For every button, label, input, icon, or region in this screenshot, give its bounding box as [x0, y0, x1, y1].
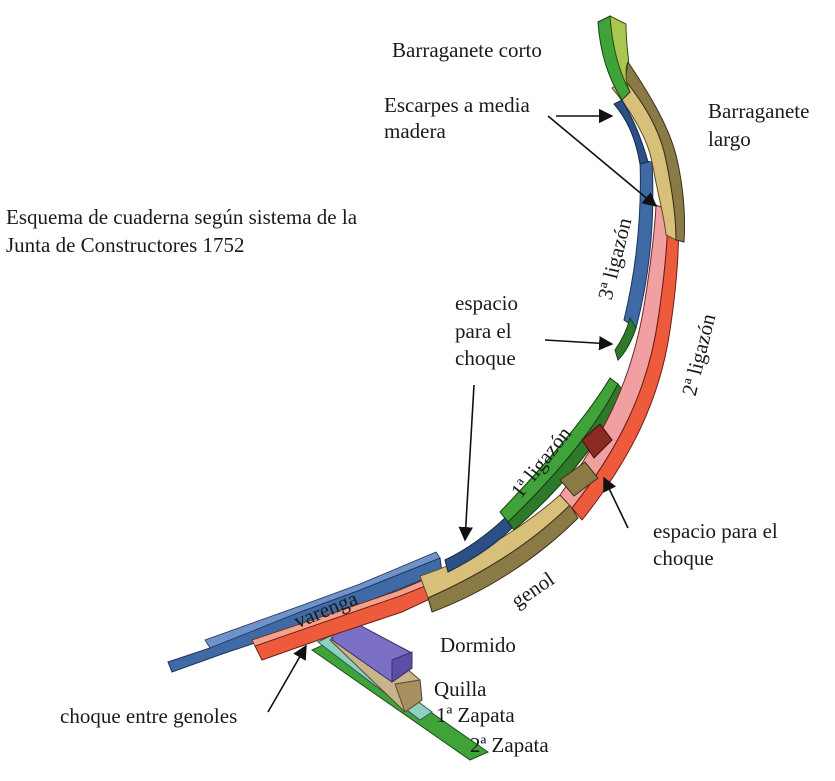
arrow-espacio-lower	[458, 384, 475, 542]
ligazon2-part	[559, 204, 680, 521]
dormido-block	[391, 651, 413, 683]
label-escarpes-line1: Escarpes a media	[384, 93, 530, 117]
label-espacio2-line2: choque	[653, 546, 714, 570]
label-barraganete-corto: Barraganete corto	[392, 38, 542, 62]
arrow-choque-genoles	[267, 644, 307, 713]
keel-assembly	[310, 619, 490, 761]
arrow-escarpes-lower	[547, 115, 658, 207]
label-espacio2-line1: espacio para el	[653, 519, 778, 543]
barraganete-largo-part	[611, 60, 686, 243]
label-barraganete-largo-line1: Barraganete	[708, 99, 810, 123]
label-espacio-line3: choque	[455, 346, 516, 370]
varenga-part	[167, 551, 443, 673]
label-barraganete-largo-line2: largo	[708, 127, 751, 151]
genol-part	[419, 494, 579, 613]
label-quilla: Quilla	[434, 677, 487, 701]
label-zapata2: 2ª Zapata	[470, 733, 549, 757]
label-espacio-line1: espacio	[455, 291, 518, 315]
ligazon1-part	[444, 377, 625, 573]
quilla-top	[394, 679, 423, 713]
label-zapata1: 1ª Zapata	[436, 703, 515, 727]
arrow-espacio-right	[603, 476, 629, 529]
label-choque-genoles: choque entre genoles	[60, 704, 238, 728]
arrow-espacio-upper	[544, 336, 614, 351]
label-escarpes-line2: madera	[384, 119, 446, 143]
leader-arrows	[267, 108, 658, 713]
label-espacio-line2: para el	[455, 319, 512, 343]
title-line2: Junta de Constructores 1752	[6, 233, 245, 257]
label-dormido: Dormido	[440, 633, 516, 657]
barraganete-corto-part	[597, 15, 649, 165]
choque-block	[581, 423, 613, 459]
title-line1: Esquema de cuaderna según sistema de la	[6, 205, 358, 229]
